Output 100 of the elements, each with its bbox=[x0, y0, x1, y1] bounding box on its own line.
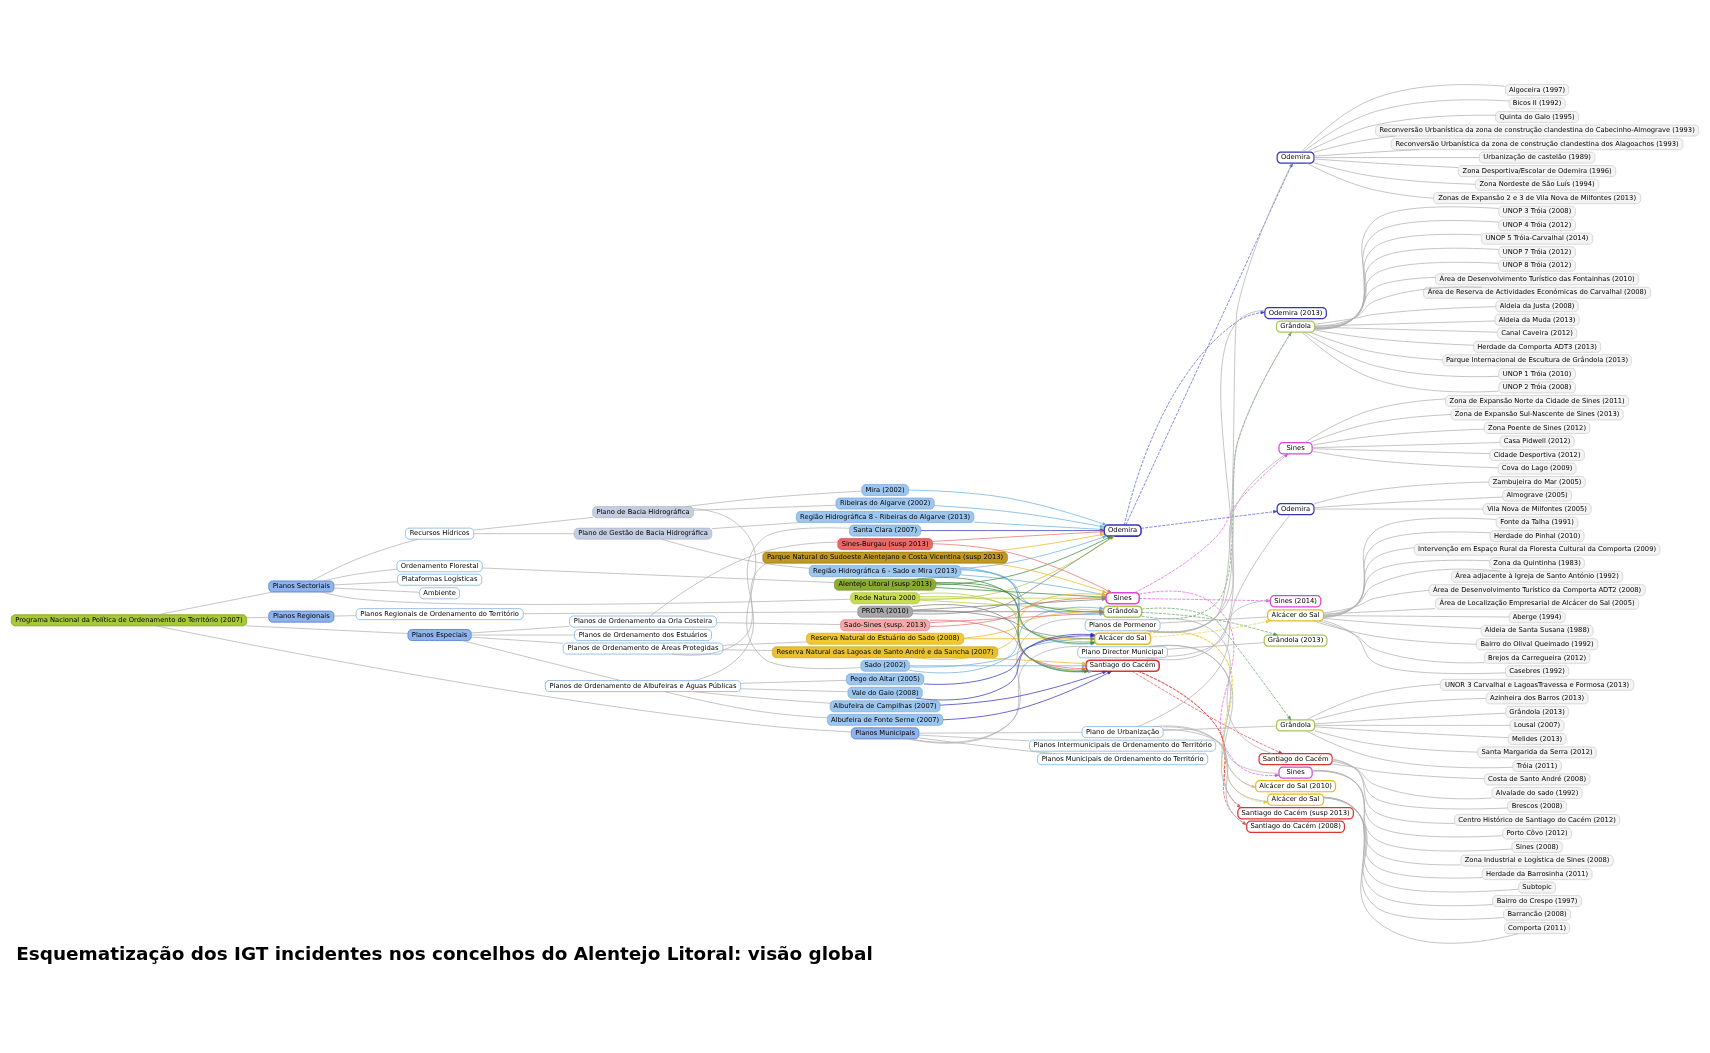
connector bbox=[1314, 712, 1506, 725]
connector bbox=[1314, 276, 1436, 328]
arrow bbox=[1150, 620, 1271, 638]
connector bbox=[473, 517, 593, 531]
connector bbox=[1323, 797, 1483, 879]
connector bbox=[1314, 233, 1482, 330]
connector bbox=[1323, 590, 1430, 614]
connector bbox=[1314, 726, 1509, 738]
connector bbox=[1323, 796, 1504, 920]
connector bbox=[1309, 331, 1443, 361]
connector bbox=[740, 680, 847, 684]
connector bbox=[1311, 770, 1503, 838]
arrow bbox=[1141, 612, 1278, 636]
connector bbox=[1301, 331, 1500, 393]
connector bbox=[722, 641, 807, 646]
connector bbox=[1162, 728, 1280, 774]
connector bbox=[1323, 517, 1497, 618]
connector bbox=[1306, 114, 1496, 153]
connector bbox=[1146, 309, 1266, 661]
connector bbox=[471, 626, 570, 634]
connector bbox=[155, 625, 852, 733]
caption: Esquematização dos IGT incidentes nos concelhos do Alentejo Litoral: visão global bbox=[16, 942, 873, 964]
arrow bbox=[1137, 671, 1242, 808]
connector bbox=[693, 691, 831, 704]
arrow bbox=[982, 533, 1105, 553]
connector bbox=[1313, 162, 1476, 185]
connector bbox=[1149, 453, 1287, 633]
connector bbox=[1323, 568, 1501, 616]
connector bbox=[1323, 796, 1519, 944]
arrow bbox=[1132, 671, 1283, 754]
connector bbox=[1323, 620, 1506, 674]
connector bbox=[1311, 770, 1513, 852]
connector bbox=[1314, 725, 1511, 726]
connector bbox=[1148, 644, 1241, 808]
connector bbox=[1313, 508, 1484, 510]
arrow bbox=[932, 543, 1112, 593]
connector bbox=[1302, 99, 1510, 153]
connector bbox=[740, 688, 849, 693]
connector bbox=[1304, 331, 1499, 378]
connector bbox=[661, 538, 810, 569]
connector bbox=[1323, 617, 1482, 629]
connector bbox=[1159, 616, 1268, 624]
connector bbox=[1313, 135, 1396, 153]
connector bbox=[1311, 450, 1499, 469]
arrow bbox=[1141, 607, 1292, 721]
connector bbox=[311, 538, 419, 582]
connector bbox=[245, 625, 409, 634]
connector bbox=[1167, 642, 1265, 650]
connector bbox=[1331, 759, 1508, 810]
connector bbox=[1314, 306, 1497, 325]
connector bbox=[482, 567, 835, 583]
arrow bbox=[1134, 453, 1289, 593]
connector bbox=[685, 490, 862, 507]
connector bbox=[321, 591, 851, 605]
connector bbox=[1318, 620, 1485, 664]
connector bbox=[650, 541, 839, 617]
connector bbox=[1309, 414, 1452, 443]
connector bbox=[694, 527, 850, 681]
arrow bbox=[1139, 590, 1280, 778]
connector bbox=[1323, 797, 1493, 907]
connector bbox=[1311, 448, 1491, 455]
connector bbox=[1312, 620, 1477, 645]
arrow bbox=[960, 535, 1107, 570]
connector bbox=[918, 731, 1083, 734]
connector bbox=[1323, 559, 1490, 617]
connector bbox=[1314, 320, 1496, 327]
connector bbox=[1313, 496, 1503, 509]
connector bbox=[1314, 698, 1487, 721]
connector bbox=[333, 581, 398, 586]
connector bbox=[461, 640, 621, 681]
connector bbox=[1311, 442, 1501, 449]
connector bbox=[1137, 514, 1291, 727]
connector bbox=[1313, 157, 1480, 158]
connector bbox=[1167, 599, 1271, 657]
arrow bbox=[1138, 671, 1247, 825]
connector bbox=[918, 737, 1055, 754]
connector bbox=[1331, 763, 1485, 780]
connector bbox=[1313, 158, 1459, 168]
arrow bbox=[1124, 311, 1265, 526]
connector bbox=[1314, 261, 1499, 329]
connector bbox=[157, 591, 273, 616]
arrow bbox=[1148, 631, 1268, 804]
connector bbox=[333, 587, 420, 593]
connector bbox=[473, 533, 575, 534]
connector bbox=[1313, 149, 1420, 157]
connector bbox=[323, 568, 398, 582]
connector bbox=[693, 504, 837, 511]
connector bbox=[918, 734, 1030, 742]
connector bbox=[722, 649, 773, 651]
connector bbox=[1313, 481, 1490, 505]
connector bbox=[693, 508, 861, 669]
arrow bbox=[982, 657, 1087, 666]
connector bbox=[1323, 608, 1436, 615]
connector bbox=[664, 691, 828, 719]
connector bbox=[1311, 428, 1485, 446]
arrow bbox=[1138, 598, 1271, 603]
arrow bbox=[909, 664, 1087, 668]
connector bbox=[1332, 760, 1493, 800]
connector bbox=[1304, 398, 1446, 443]
arrow bbox=[1140, 510, 1278, 529]
